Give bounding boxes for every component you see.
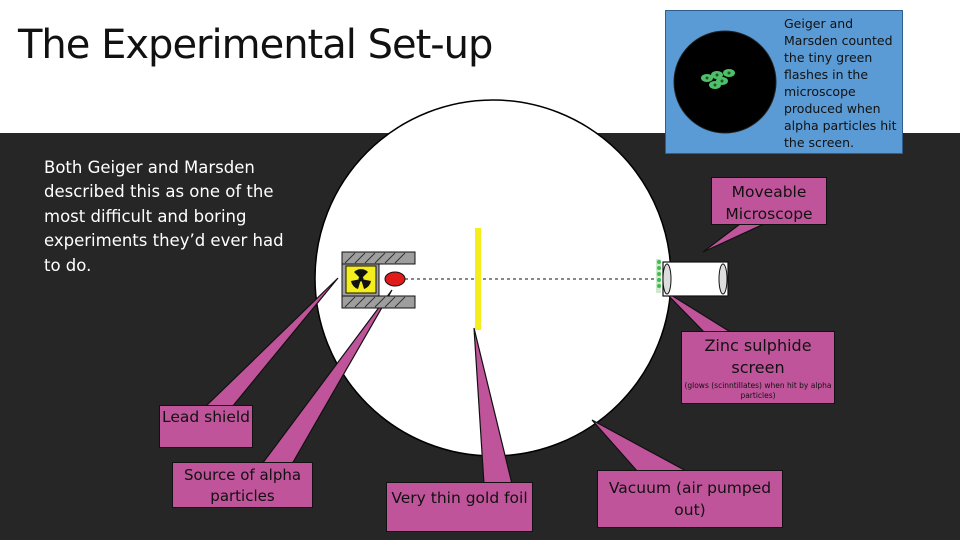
flash-description: Geiger and Marsden counted the tiny gree… xyxy=(784,16,897,150)
vacuum-label: Vacuum (air pumped out) xyxy=(597,470,783,528)
source-label: Source of alpha particles xyxy=(172,462,313,508)
microscope-view xyxy=(673,30,777,134)
gold-foil-label: Very thin gold foil xyxy=(386,482,533,532)
description-text: Both Geiger and Marsden described this a… xyxy=(44,158,284,275)
radiation-icon xyxy=(345,265,377,294)
microscope-label: Moveable Microscope xyxy=(711,177,827,225)
alpha-source-icon xyxy=(384,271,406,287)
zinc-sulphide-screen xyxy=(656,259,661,293)
lead-shield-pointer xyxy=(203,277,339,408)
zinc-screen-note: (glows (scinntillates) when hit by alpha… xyxy=(684,381,832,400)
microscope-pointer xyxy=(702,223,765,253)
microscope-icon xyxy=(662,261,729,297)
zinc-screen-title: Zinc sulphide screen xyxy=(704,336,812,377)
lead-shield-label: Lead shield xyxy=(159,405,253,448)
gold-foil xyxy=(475,228,481,330)
zinc-screen-label: Zinc sulphide screen (glows (scinntillat… xyxy=(681,331,835,404)
vacuum-pointer xyxy=(591,419,689,473)
page-title: The Experimental Set-up xyxy=(18,22,493,68)
